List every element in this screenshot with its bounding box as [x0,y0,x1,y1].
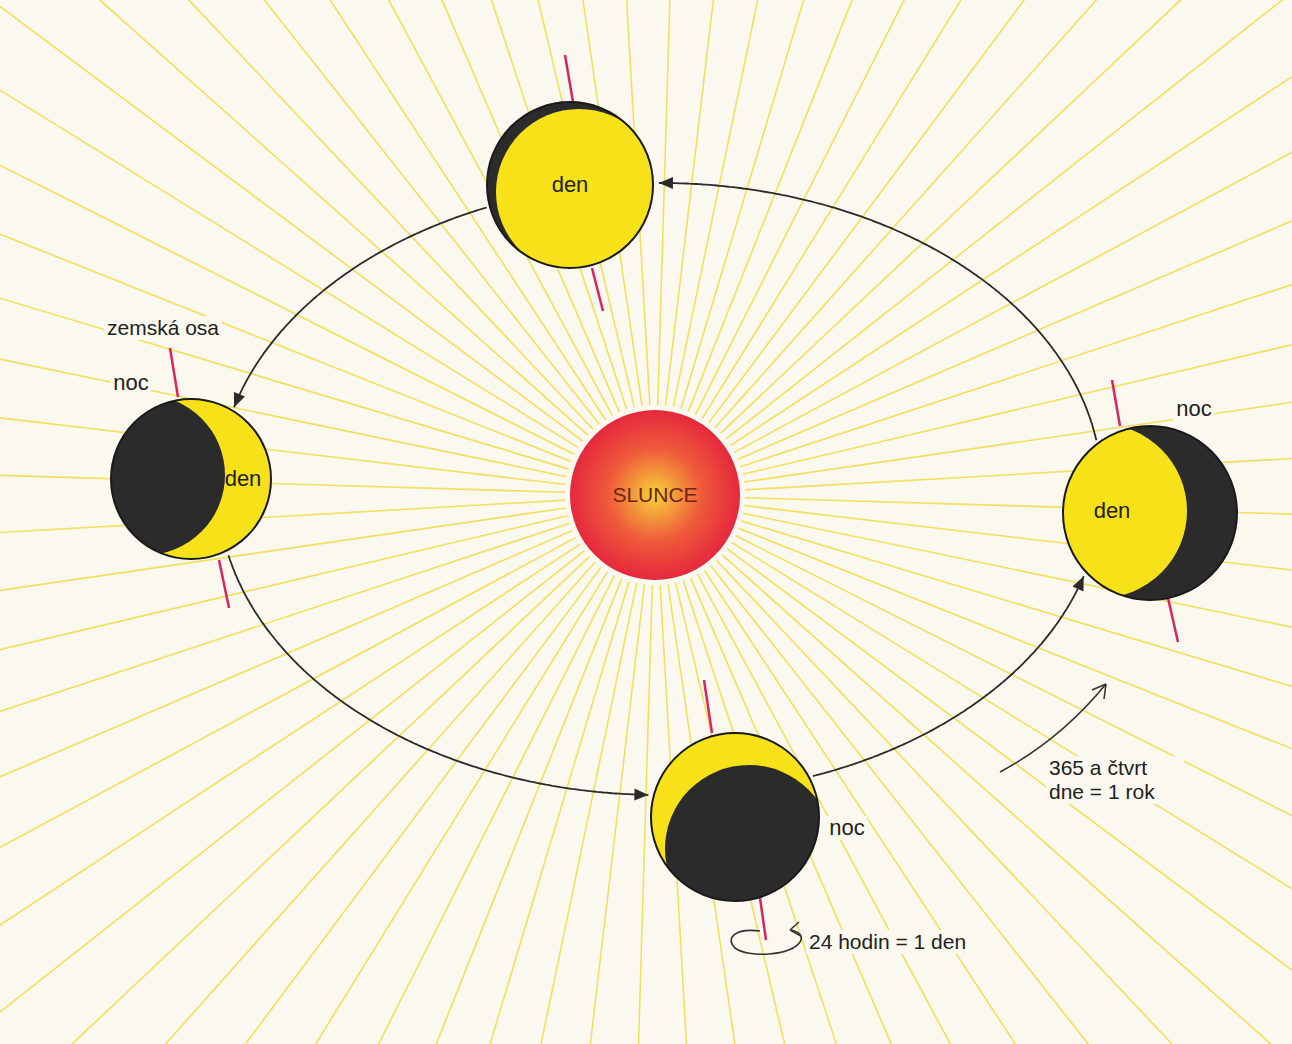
sun-ray [726,0,1292,439]
sun-ray [666,0,784,406]
orbit-arrow [659,177,1097,440]
earth-axis [170,55,1178,940]
sun-ray [702,0,1233,418]
sun-ray [0,538,576,1017]
sun-circle: SLUNCE [569,409,741,581]
sun-ray [526,584,644,1044]
sun-ray [0,567,601,1044]
sun-ray [738,60,1292,459]
orbit-arrow [813,576,1084,776]
note-label: 365 a čtvrt dne = 1 rok [1046,756,1184,804]
sun-ray [0,516,567,748]
earth-circle: den [486,101,654,269]
sun-ray [77,572,608,1044]
sun-ray [0,0,575,454]
sun-ray [0,551,584,1044]
night-label: noc [1173,397,1214,421]
note-label: zemská osa [104,316,222,340]
orbit-arrow [234,208,487,408]
day-label: den [1094,499,1131,523]
day-label: den [225,467,262,491]
sun-ray [0,523,570,840]
sun-ray [622,585,652,1044]
night-label: noc [110,371,151,395]
earth-circle: noc [650,732,820,902]
day-label: den [552,173,589,197]
sun-ray [0,508,566,653]
sun-ray [730,0,1292,446]
sun-ray [721,0,1292,433]
sun-ray [0,500,565,558]
orbit-arrow [229,555,649,800]
sun-ray [709,0,1292,423]
sun-ray [0,272,567,477]
sun-ray [248,579,622,1044]
earth-circle: nocden [1062,425,1238,601]
sun-ray [0,0,578,448]
note-label: 24 hodin = 1 den [806,930,969,954]
sun-ray [715,0,1292,428]
sun-label: SLUNCE [612,483,697,506]
circle-shape [1062,425,1238,601]
sun-ray [339,581,630,1044]
sun-ray [673,0,878,407]
sun-ray [0,179,569,470]
sun-ray [432,583,637,1044]
sun-ray [0,462,565,492]
earth-circle: nocden [110,398,272,560]
sun-ray [0,531,572,930]
sun-ray [0,544,580,1044]
sun-ray [739,528,1292,902]
circle-shape [650,732,820,902]
sun-ray [743,242,1292,474]
sun-ray [734,0,1292,452]
night-label: noc [826,816,867,840]
